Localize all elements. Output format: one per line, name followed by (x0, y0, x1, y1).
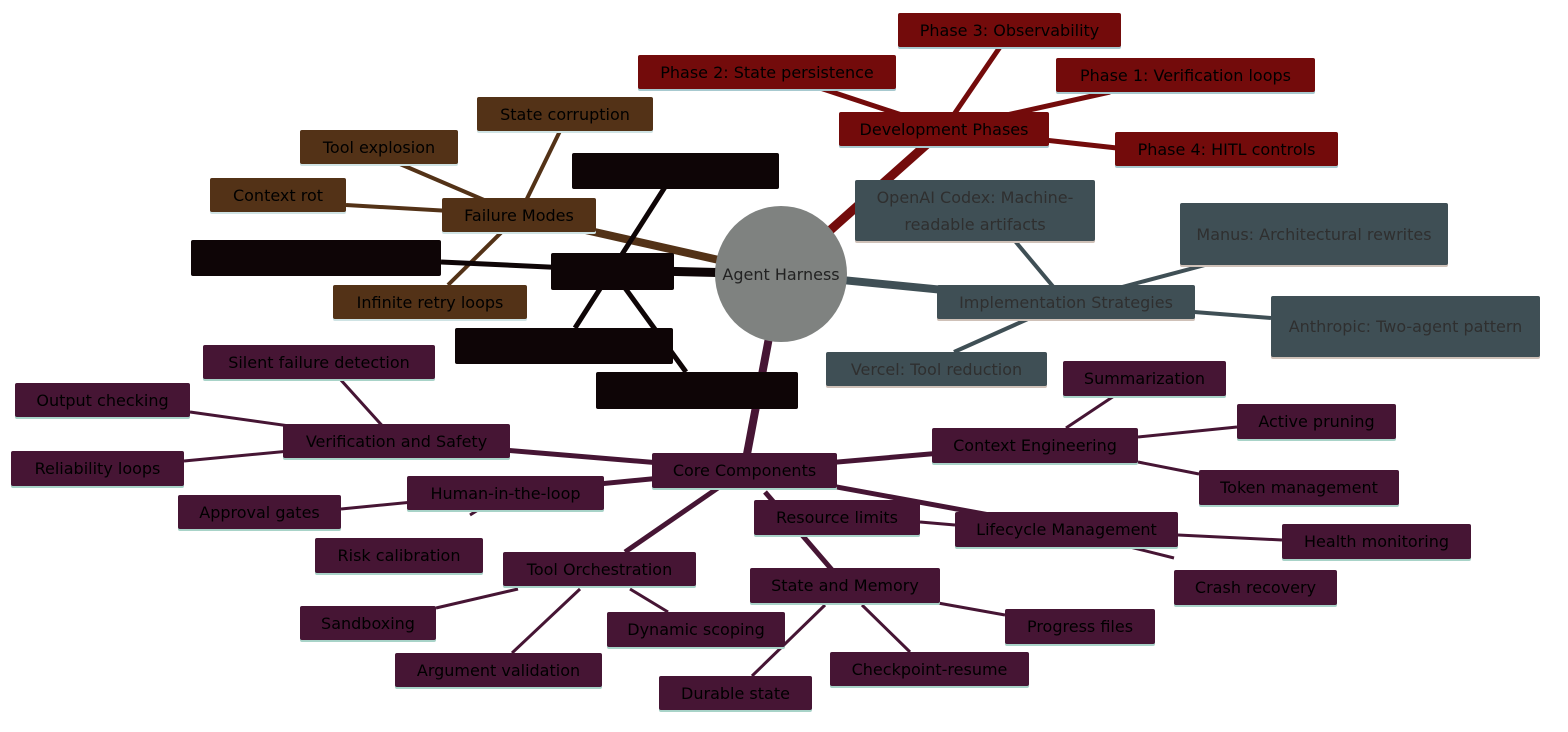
node-phase-3[interactable]: Phase 3: Observability (898, 13, 1121, 47)
node-dark-leaf-2[interactable] (191, 240, 441, 274)
node-phase-4[interactable]: Phase 4: HITL controls (1115, 132, 1338, 166)
node-label: Failure Modes (464, 205, 574, 225)
node-manus[interactable]: Manus: Architectural rewrites (1180, 203, 1448, 265)
node-dark-branch[interactable] (551, 253, 674, 288)
node-durable-state[interactable]: Durable state (659, 676, 812, 710)
node-checkpoint-resume[interactable]: Checkpoint-resume (830, 652, 1029, 686)
node-summarization[interactable]: Summarization (1063, 361, 1226, 396)
node-context-rot[interactable]: Context rot (210, 178, 346, 212)
node-state-corruption[interactable]: State corruption (477, 97, 653, 131)
node-label: Development Phases (859, 119, 1029, 139)
node-label: State corruption (500, 104, 630, 124)
node-output-checking[interactable]: Output checking (15, 383, 190, 417)
node-vercel[interactable]: Vercel: Tool reduction (826, 352, 1047, 386)
edge-state-checkpoint (860, 603, 912, 654)
node-label: Silent failure detection (228, 352, 410, 372)
node-context-engineering[interactable]: Context Engineering (932, 428, 1138, 463)
node-human-in-the-loop[interactable]: Human-in-the-loop (407, 476, 604, 510)
node-label: Lifecycle Management (976, 520, 1157, 539)
edge-tools-dynamic (629, 587, 669, 614)
node-label: Phase 4: HITL controls (1137, 139, 1316, 159)
edge-state-durable (750, 603, 827, 678)
edge-state-progress (937, 601, 1006, 617)
node-label: Argument validation (416, 660, 581, 680)
node-label: Active pruning (1258, 412, 1375, 431)
node-label: Manus: Architectural rewrites (1196, 224, 1432, 244)
node-risk-calibration[interactable]: Risk calibration (315, 538, 483, 573)
node-label: Tool Orchestration (526, 559, 673, 579)
node-infinite-retry-loops[interactable]: Infinite retry loops (333, 285, 527, 319)
node-label: Phase 2: State persistence (660, 62, 874, 82)
node-label: Phase 1: Verification loops (1079, 65, 1291, 85)
node-label: Approval gates (199, 502, 320, 522)
node-token-management[interactable]: Token management (1199, 470, 1399, 505)
node-label: Token management (1220, 478, 1378, 497)
node-core-components[interactable]: Core Components (652, 453, 837, 488)
node-dark-leaf-1[interactable] (572, 153, 779, 187)
node-label: Human-in-the-loop (430, 483, 581, 503)
node-label: OpenAI Codex: Machine-readable artifacts (876, 187, 1074, 234)
node-label: Crash recovery (1194, 578, 1317, 597)
node-label: State and Memory (771, 576, 919, 595)
node-dynamic-scoping[interactable]: Dynamic scoping (607, 612, 785, 647)
node-phase-2[interactable]: Phase 2: State persistence (638, 55, 896, 89)
node-label: Risk calibration (337, 546, 461, 565)
node-reliability-loops[interactable]: Reliability loops (11, 451, 184, 486)
node-label: Context rot (232, 185, 324, 205)
node-label: Summarization (1083, 369, 1206, 388)
node-label: Context Engineering (953, 436, 1117, 455)
node-label: Durable state (681, 683, 790, 703)
node-label: Dynamic scoping (627, 620, 765, 639)
node-label: Verification and Safety (305, 431, 488, 451)
node-development-phases[interactable]: Development Phases (839, 112, 1049, 146)
node-argument-validation[interactable]: Argument validation (395, 653, 602, 687)
node-active-pruning[interactable]: Active pruning (1237, 404, 1396, 439)
edge-ctx-pruning (1137, 425, 1238, 439)
node-anthropic[interactable]: Anthropic: Two-agent pattern (1271, 296, 1540, 357)
node-failure-modes[interactable]: Failure Modes (442, 198, 596, 232)
node-label: Reliability loops (34, 459, 161, 478)
node-dark-leaf-3[interactable] (455, 328, 673, 362)
node-implementation-strategies[interactable]: Implementation Strategies (937, 285, 1195, 319)
node-label: Health monitoring (1304, 532, 1449, 551)
node-resource-limits[interactable]: Resource limits (754, 500, 920, 535)
node-tool-explosion[interactable]: Tool explosion (300, 130, 458, 164)
node-label: Tool explosion (322, 137, 436, 157)
edge-ctx-summarization (1065, 394, 1115, 430)
node-health-monitoring[interactable]: Health monitoring (1282, 524, 1471, 559)
node-crash-recovery[interactable]: Crash recovery (1174, 570, 1337, 605)
node-label: Vercel: Tool reduction (850, 359, 1023, 379)
node-sandboxing[interactable]: Sandboxing (300, 606, 436, 640)
edge-lc-resource (919, 520, 956, 527)
edge-lc-crash (1129, 545, 1175, 560)
node-silent-failure-detection[interactable]: Silent failure detection (203, 345, 435, 379)
node-label: Checkpoint-resume (851, 659, 1008, 679)
root-node[interactable]: Agent Harness (715, 206, 847, 342)
node-openai-codex[interactable]: OpenAI Codex: Machine-readable artifacts (855, 180, 1095, 241)
node-verification-and-safety[interactable]: Verification and Safety (283, 424, 510, 458)
root-label: Agent Harness (722, 264, 840, 284)
node-progress-files[interactable]: Progress files (1005, 609, 1155, 644)
node-label: Output checking (36, 390, 169, 410)
node-label: Infinite retry loops (356, 292, 504, 312)
node-approval-gates[interactable]: Approval gates (178, 495, 341, 529)
node-label: Core Components (672, 461, 817, 480)
node-tool-orchestration[interactable]: Tool Orchestration (503, 552, 696, 586)
node-label: Phase 3: Observability (919, 20, 1100, 40)
edge-lc-health (1177, 533, 1283, 542)
node-label: Anthropic: Two-agent pattern (1288, 317, 1523, 336)
node-phase-1[interactable]: Phase 1: Verification loops (1056, 58, 1315, 92)
node-label: Resource limits (776, 508, 898, 527)
node-lifecycle-management[interactable]: Lifecycle Management (955, 512, 1178, 547)
node-label: Implementation Strategies (959, 292, 1173, 312)
node-label: Sandboxing (321, 613, 415, 633)
node-dark-leaf-4[interactable] (596, 372, 798, 407)
edge-tools-argument (510, 587, 582, 655)
node-label: Progress files (1026, 617, 1134, 636)
edge-tools-sandboxing (435, 587, 519, 610)
edge-ctx-token (1137, 460, 1200, 476)
node-state-and-memory[interactable]: State and Memory (750, 568, 940, 603)
